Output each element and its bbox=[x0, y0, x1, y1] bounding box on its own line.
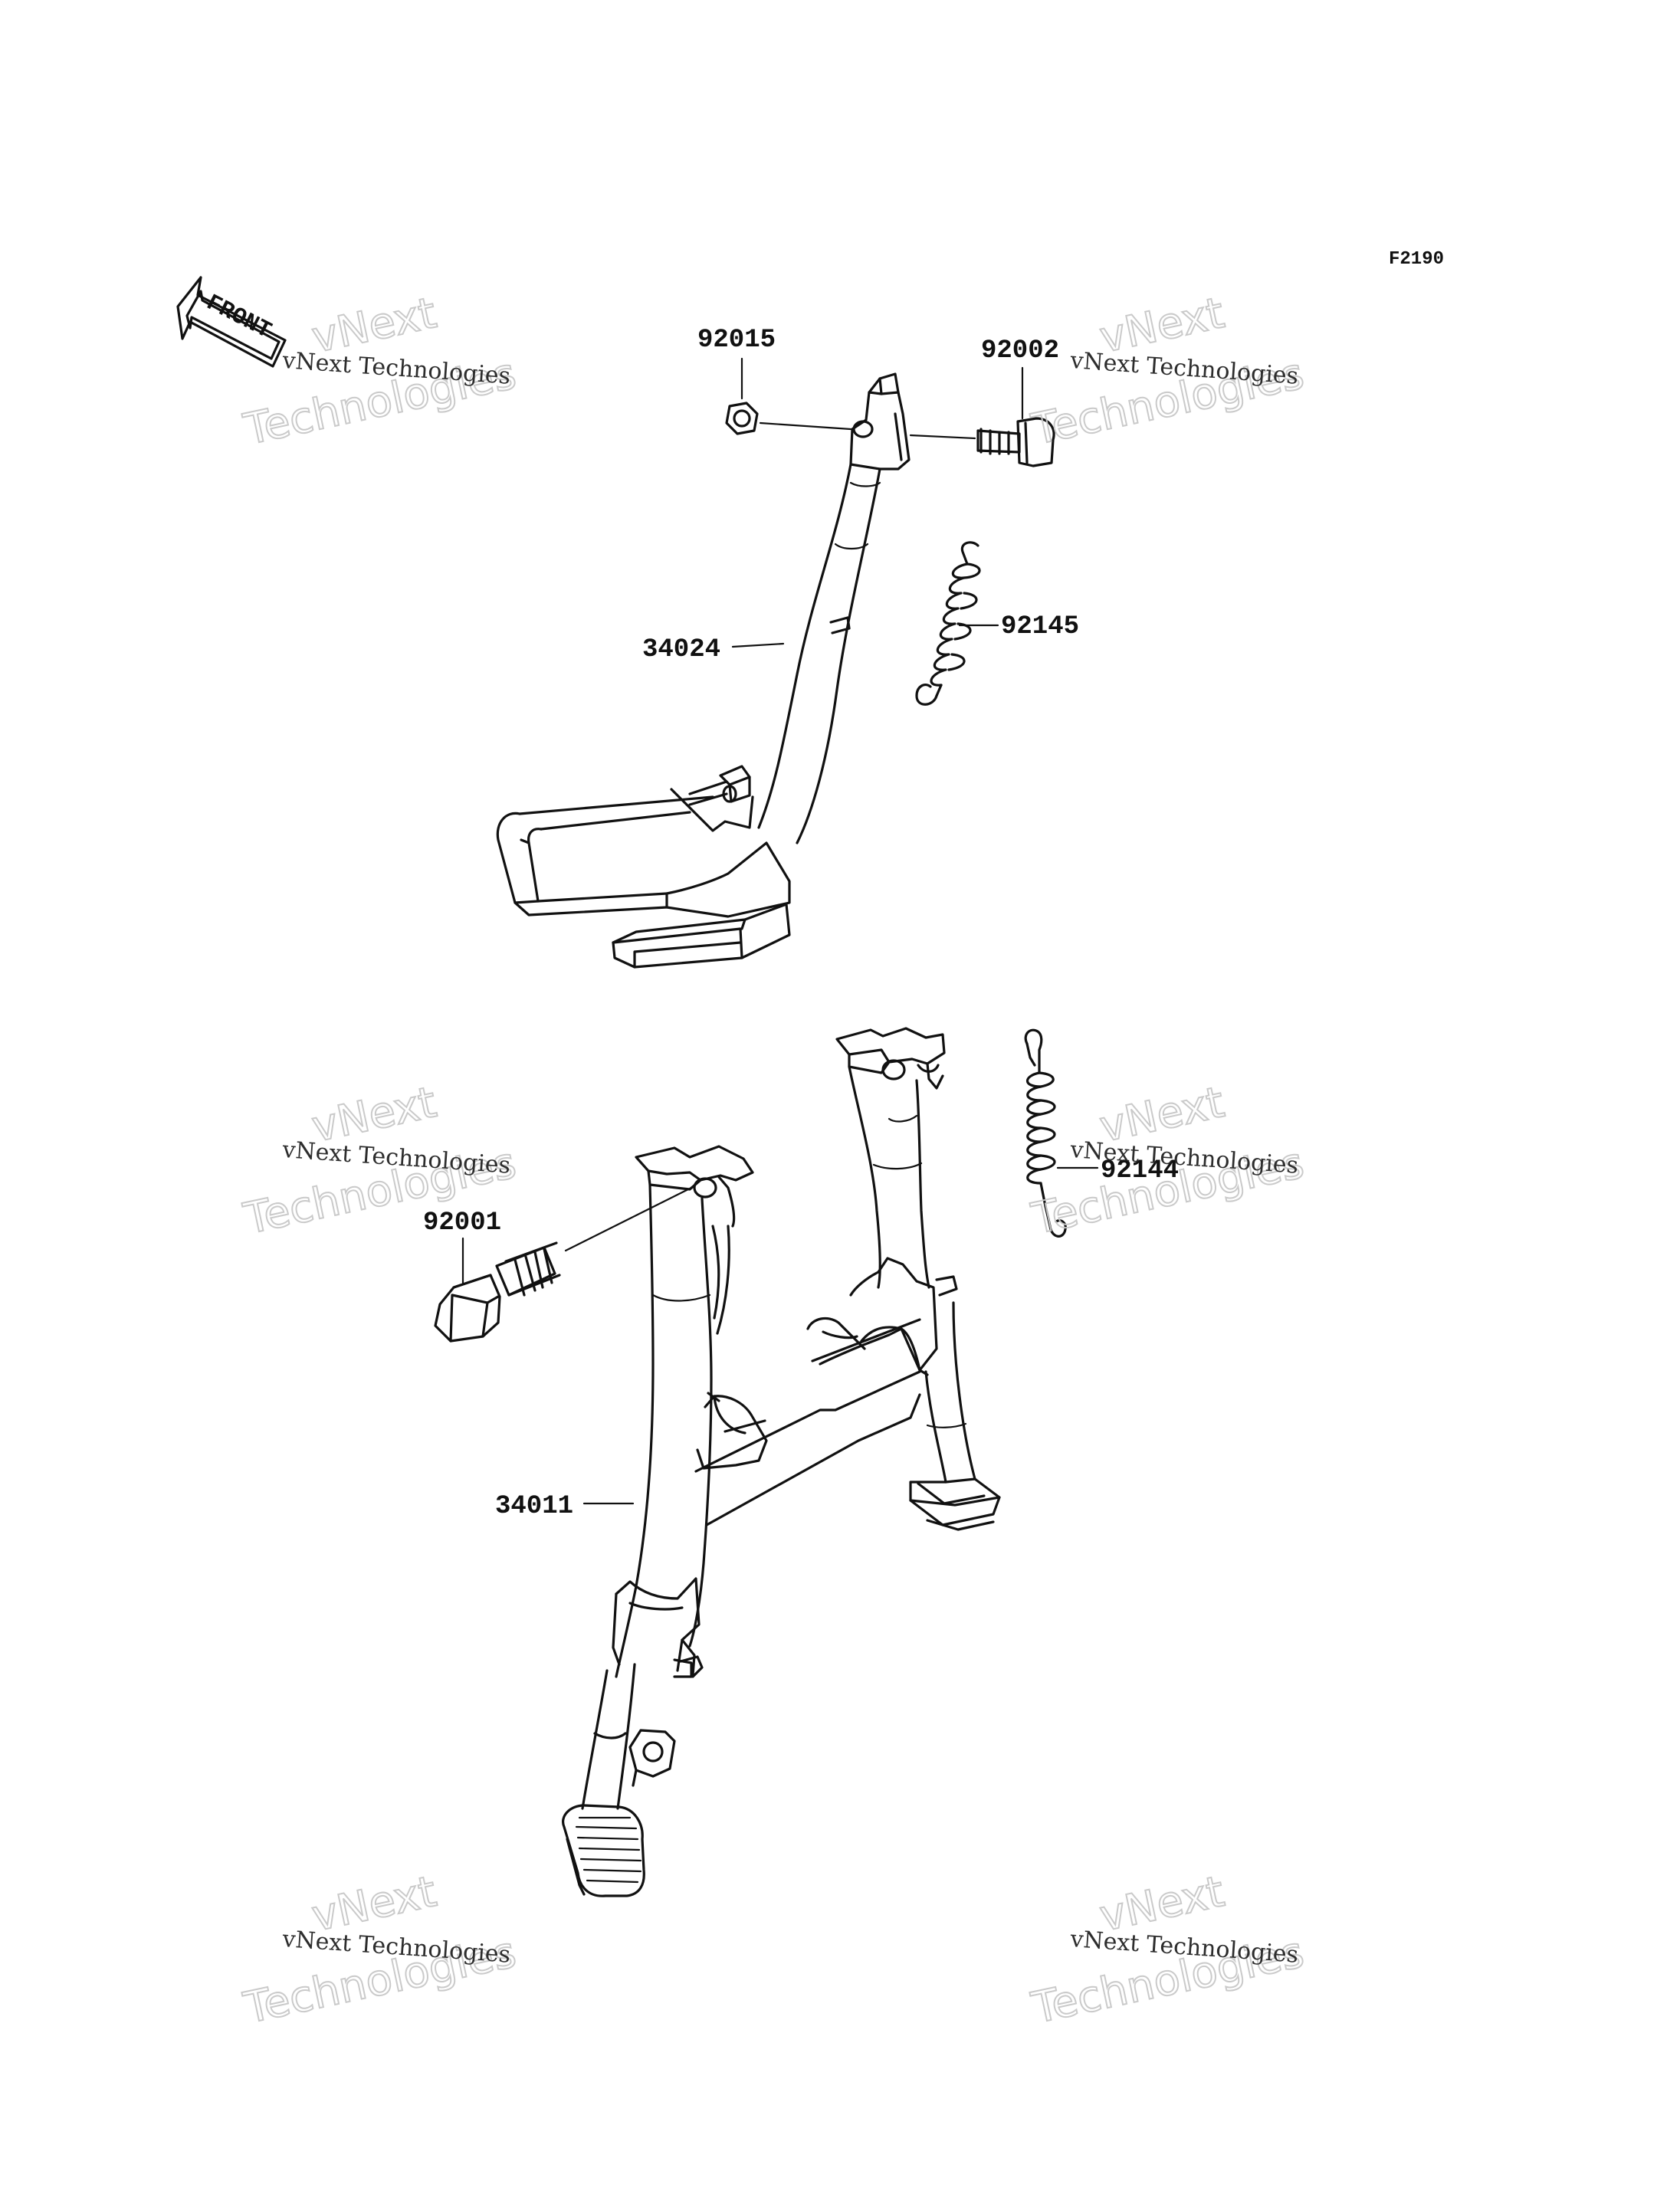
part-label-34024: 34024 bbox=[642, 635, 720, 664]
spring-92145 bbox=[915, 541, 981, 706]
watermark-top-left: vNext Technologies vNext Technologies bbox=[238, 287, 520, 456]
watermark-bottom-right: vNext Technologies vNext Technologies bbox=[1026, 1866, 1308, 2035]
center-stand-34011 bbox=[562, 1027, 1001, 1897]
watermark-mid-right: vNext Technologies vNext Technologies bbox=[1026, 1077, 1308, 1245]
part-label-92002: 92002 bbox=[981, 336, 1059, 366]
part-label-92145: 92145 bbox=[1001, 612, 1079, 641]
figure-code: F2190 bbox=[1389, 249, 1444, 270]
bolt-92001 bbox=[434, 1185, 696, 1343]
part-label-34011: 34011 bbox=[495, 1492, 573, 1521]
label-92015: 92015 bbox=[697, 326, 776, 400]
part-label-92144: 92144 bbox=[1101, 1156, 1179, 1185]
nut-92015 bbox=[725, 402, 852, 435]
watermark-top-right: vNext Technologies vNext Technologies bbox=[1026, 287, 1308, 456]
label-34011: 34011 bbox=[495, 1492, 635, 1521]
front-arrow-icon: FRONT bbox=[176, 276, 287, 368]
side-stand-34024 bbox=[496, 372, 911, 969]
label-34024: 34024 bbox=[642, 635, 785, 664]
part-label-92015: 92015 bbox=[697, 326, 776, 355]
watermark-bottom-left: vNext Technologies vNext Technologies bbox=[238, 1866, 520, 2035]
bolt-92002 bbox=[909, 417, 1055, 467]
label-92002: 92002 bbox=[981, 336, 1059, 420]
label-92145: 92145 bbox=[958, 612, 1079, 641]
label-92144: 92144 bbox=[1056, 1156, 1179, 1185]
part-label-92001: 92001 bbox=[423, 1208, 501, 1238]
spring-92144 bbox=[1024, 1028, 1067, 1238]
label-92001: 92001 bbox=[423, 1208, 501, 1284]
